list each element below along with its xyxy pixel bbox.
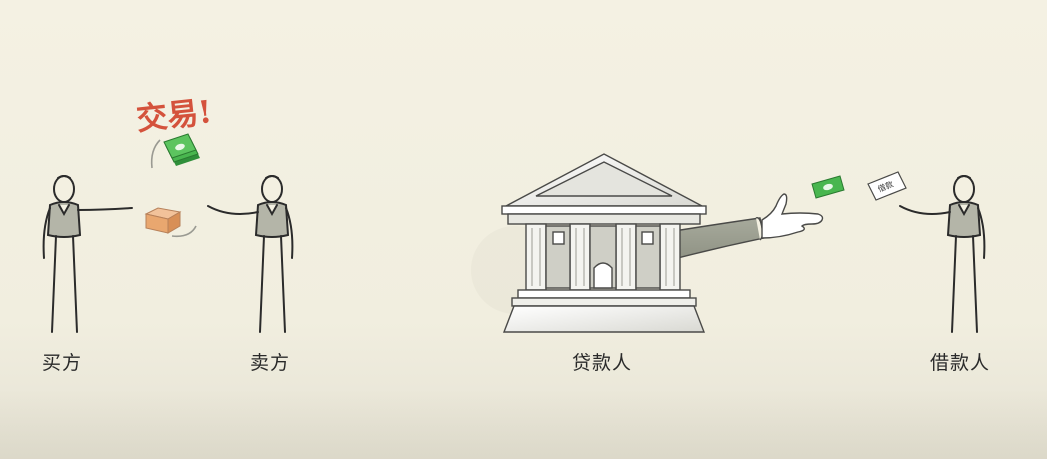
bottom-shade xyxy=(0,389,1047,459)
dollar-bill-icon xyxy=(811,175,845,199)
open-hand-icon xyxy=(761,193,824,239)
iou-note-icon: 借款 xyxy=(867,171,907,201)
seller-label: 卖方 xyxy=(250,352,291,374)
swap-arrow-upper xyxy=(150,139,161,169)
trade-exclamation: 交易! xyxy=(134,94,214,138)
bank-building-icon xyxy=(501,153,824,333)
borrower-label: 借款人 xyxy=(930,352,991,374)
lender-label: 贷款人 xyxy=(572,352,633,374)
package-box-icon xyxy=(144,207,182,234)
swap-arrow-lower xyxy=(171,225,197,238)
borrower-figure xyxy=(899,175,986,333)
buyer-figure xyxy=(42,175,133,333)
buyer-label: 买方 xyxy=(42,352,83,374)
seller-figure xyxy=(207,175,294,333)
dollar-bill-icon xyxy=(163,133,200,166)
